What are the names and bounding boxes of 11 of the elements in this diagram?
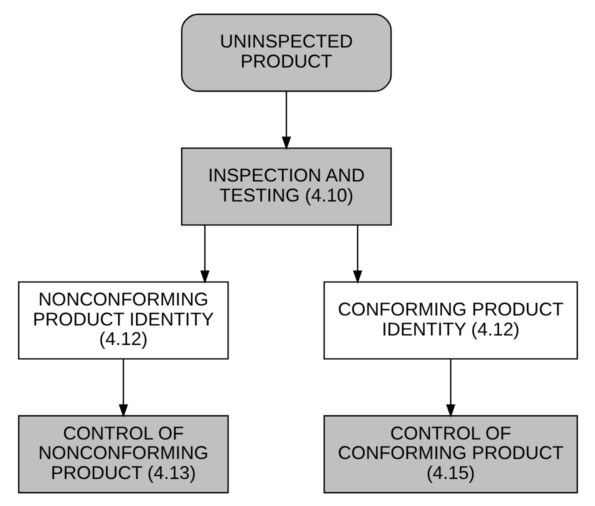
node-box: CONFORMING PRODUCT IDENTITY (4.12) <box>323 280 578 360</box>
node-box: NONCONFORMING PRODUCT IDENTITY (4.12) <box>18 280 228 360</box>
node-box: INSPECTION AND TESTING (4.10) <box>180 146 392 226</box>
node-box: CONTROL OF CONFORMING PRODUCT (4.15) <box>323 414 578 493</box>
arrow <box>446 358 455 418</box>
arrow <box>200 224 210 284</box>
arrow <box>281 90 291 150</box>
node-box: UNINSPECTED PRODUCT <box>180 13 392 92</box>
arrow <box>118 358 128 418</box>
arrow <box>352 224 362 284</box>
node-box: CONTROL OF NONCONFORMING PRODUCT (4.13) <box>18 414 228 493</box>
